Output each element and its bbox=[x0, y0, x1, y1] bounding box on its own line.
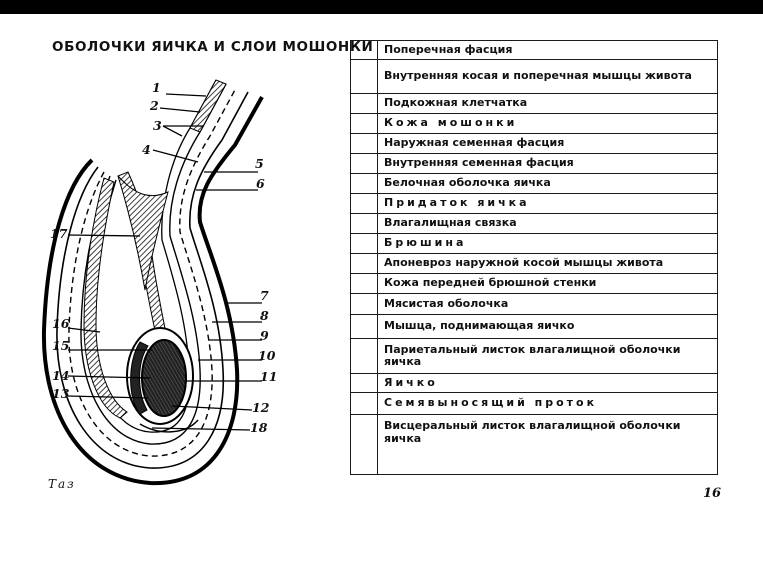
leader-line-16 bbox=[67, 327, 101, 333]
legend-number-cell bbox=[350, 40, 378, 60]
legend-label: Подкожная клетчатка bbox=[377, 93, 718, 114]
legend-row: Внутренняя семенная фасция bbox=[350, 153, 718, 174]
legend-label: Брюшина bbox=[377, 233, 718, 254]
legend-label: Белочная оболочка яичка bbox=[377, 173, 718, 194]
callout-12: 12 bbox=[252, 400, 270, 415]
callout-10: 10 bbox=[258, 348, 276, 363]
leader-line-12 bbox=[171, 405, 253, 411]
leader-line-1 bbox=[165, 93, 207, 97]
callout-8: 8 bbox=[260, 308, 269, 323]
legend-number-cell bbox=[350, 392, 378, 415]
page-number: 16 bbox=[703, 486, 722, 501]
leader-line-14 bbox=[67, 375, 151, 379]
legend-label: Семявыносящий проток bbox=[377, 392, 718, 415]
legend-label: Висцеральный листок влагалищной оболочки… bbox=[377, 414, 718, 475]
legend-number-cell bbox=[350, 173, 378, 194]
legend-row: Париетальный листок влагалищной оболочки… bbox=[350, 338, 718, 374]
legend-label: Поперечная фасция bbox=[377, 40, 718, 60]
legend-row: Брюшина bbox=[350, 233, 718, 254]
legend-row: Мясистая оболочка bbox=[350, 293, 718, 315]
legend-number-cell bbox=[350, 59, 378, 94]
legend-row: Наружная семенная фасция bbox=[350, 133, 718, 154]
legend-label: Кожа мошонки bbox=[377, 113, 718, 134]
legend-number-cell bbox=[350, 414, 378, 475]
legend-number-cell bbox=[350, 314, 378, 339]
cremaster-muscle-band bbox=[83, 177, 128, 419]
leader-line-4 bbox=[152, 149, 199, 163]
vaginal-ligament-curve bbox=[139, 419, 199, 433]
leader-line-3a bbox=[162, 125, 183, 137]
legend-number-cell bbox=[350, 193, 378, 214]
legend-row: Семявыносящий проток bbox=[350, 392, 718, 415]
legend-number-cell bbox=[350, 273, 378, 294]
legend-number-cell bbox=[350, 338, 378, 374]
legend-row: Кожа передней брюшной стенки bbox=[350, 273, 718, 294]
callout-1: 1 bbox=[152, 80, 161, 95]
legend-table: Поперечная фасция Внутренняя косая и поп… bbox=[350, 40, 718, 475]
legend-row: Белочная оболочка яичка bbox=[350, 173, 718, 194]
legend-row: Яичко bbox=[350, 373, 718, 393]
legend-row: Придаток яичка bbox=[350, 193, 718, 214]
top-border-rule bbox=[0, 0, 763, 14]
legend-number-cell bbox=[350, 293, 378, 315]
legend-number-cell bbox=[350, 253, 378, 274]
legend-number-cell bbox=[350, 93, 378, 114]
legend-row: Апоневроз наружной косой мышцы живота bbox=[350, 253, 718, 274]
legend-row: Мышца, поднимающая яичко bbox=[350, 314, 718, 339]
callout-7: 7 bbox=[260, 288, 269, 303]
callout-2: 2 bbox=[149, 98, 159, 113]
callout-11: 11 bbox=[260, 369, 277, 384]
legend-row: Висцеральный листок влагалищной оболочки… bbox=[350, 414, 718, 475]
legend-row: Кожа мошонки bbox=[350, 113, 718, 134]
legend-row: Подкожная клетчатка bbox=[350, 93, 718, 114]
legend-label: Внутренняя семенная фасция bbox=[377, 153, 718, 174]
callout-9: 9 bbox=[260, 328, 269, 343]
callout-15: 15 bbox=[52, 338, 69, 353]
legend-number-cell bbox=[350, 153, 378, 174]
leader-line-17 bbox=[67, 234, 141, 237]
callout-17: 17 bbox=[50, 226, 68, 241]
inguinal-wedge-layers bbox=[117, 175, 169, 291]
legend-number-cell bbox=[350, 233, 378, 254]
legend-number-cell bbox=[350, 133, 378, 154]
callout-5: 5 bbox=[255, 156, 264, 171]
legend-label: Кожа передней брюшной стенки bbox=[377, 273, 718, 294]
layer-contour-1 bbox=[56, 91, 249, 469]
legend-label: Париетальный листок влагалищной оболочки… bbox=[377, 338, 718, 374]
layer-contour-2-dashed bbox=[68, 87, 237, 457]
legend-label: Яичко bbox=[377, 373, 718, 393]
legend-label: Мышца, поднимающая яичко bbox=[377, 314, 718, 339]
leader-line-2 bbox=[159, 107, 201, 113]
layer-contour-3 bbox=[80, 83, 227, 445]
legend-label: Мясистая оболочка bbox=[377, 293, 718, 315]
legend-label: Внутренняя косая и поперечная мышцы живо… bbox=[377, 59, 718, 94]
legend-label: Влагалищная связка bbox=[377, 213, 718, 234]
legend-label: Апоневроз наружной косой мышцы живота bbox=[377, 253, 718, 274]
leader-line-18 bbox=[151, 427, 251, 431]
page-title: ОБОЛОЧКИ ЯИЧКА И СЛОИ МОШОНКИ bbox=[52, 39, 374, 55]
pelvis-label: Таз bbox=[48, 477, 76, 491]
callout-4: 4 bbox=[142, 142, 151, 157]
legend-label: Придаток яичка bbox=[377, 193, 718, 214]
callout-16: 16 bbox=[52, 316, 70, 331]
legend-number-cell bbox=[350, 113, 378, 134]
callout-leader-lines bbox=[67, 93, 262, 431]
callout-numbers: 1 2 3 4 5 6 7 8 9 10 11 12 13 14 15 16 1… bbox=[50, 80, 277, 435]
callout-6: 6 bbox=[256, 176, 265, 191]
legend-number-cell bbox=[350, 373, 378, 393]
legend-row: Поперечная фасция bbox=[350, 40, 718, 60]
callout-18: 18 bbox=[250, 420, 268, 435]
legend-number-cell bbox=[350, 213, 378, 234]
leader-line-13 bbox=[67, 395, 149, 399]
legend-row: Влагалищная связка bbox=[350, 213, 718, 234]
legend-label: Наружная семенная фасция bbox=[377, 133, 718, 154]
legend-row: Внутренняя косая и поперечная мышцы живо… bbox=[350, 59, 718, 94]
callout-3: 3 bbox=[153, 118, 162, 133]
callout-14: 14 bbox=[52, 368, 69, 383]
abdominal-muscle-layers bbox=[189, 79, 227, 133]
callout-13: 13 bbox=[52, 386, 70, 401]
